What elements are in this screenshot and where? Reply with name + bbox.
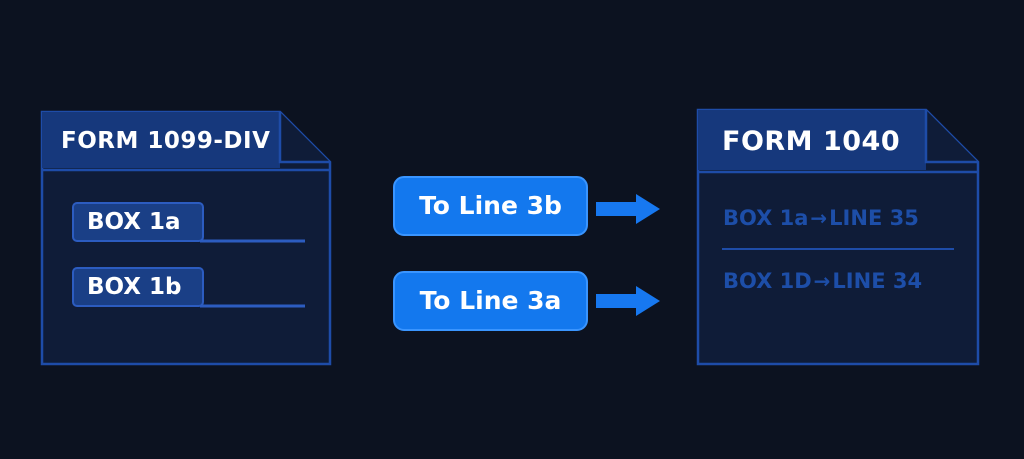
arrow-right-icon bbox=[596, 286, 660, 316]
mapping-to: LINE 35 bbox=[829, 206, 919, 230]
source-form-folded-corner bbox=[278, 112, 330, 164]
mapping-from: BOX 1D bbox=[723, 269, 812, 293]
target-form-document bbox=[696, 108, 980, 366]
source-box-1a: BOX 1a bbox=[72, 202, 204, 242]
target-form-folded-corner bbox=[924, 110, 978, 164]
mapping-from: BOX 1a bbox=[723, 206, 809, 230]
source-box-1b: BOX 1b bbox=[72, 267, 204, 307]
connector-to-line-3a: To Line 3a bbox=[393, 271, 588, 331]
source-form-header bbox=[42, 112, 280, 168]
mapping-row: BOX 1D → LINE 34 bbox=[723, 269, 922, 293]
arrow-right-icon bbox=[596, 194, 660, 224]
mapping-row: BOX 1a → LINE 35 bbox=[723, 206, 919, 230]
connector-to-line-3b: To Line 3b bbox=[393, 176, 588, 236]
mapping-to: LINE 34 bbox=[832, 269, 923, 293]
source-form-title: FORM 1099-DIV bbox=[61, 128, 271, 154]
arrow-right-icon: → bbox=[810, 206, 828, 230]
target-form-header bbox=[698, 110, 926, 170]
target-form-title: FORM 1040 bbox=[722, 126, 901, 157]
arrow-right-icon: → bbox=[813, 269, 831, 293]
